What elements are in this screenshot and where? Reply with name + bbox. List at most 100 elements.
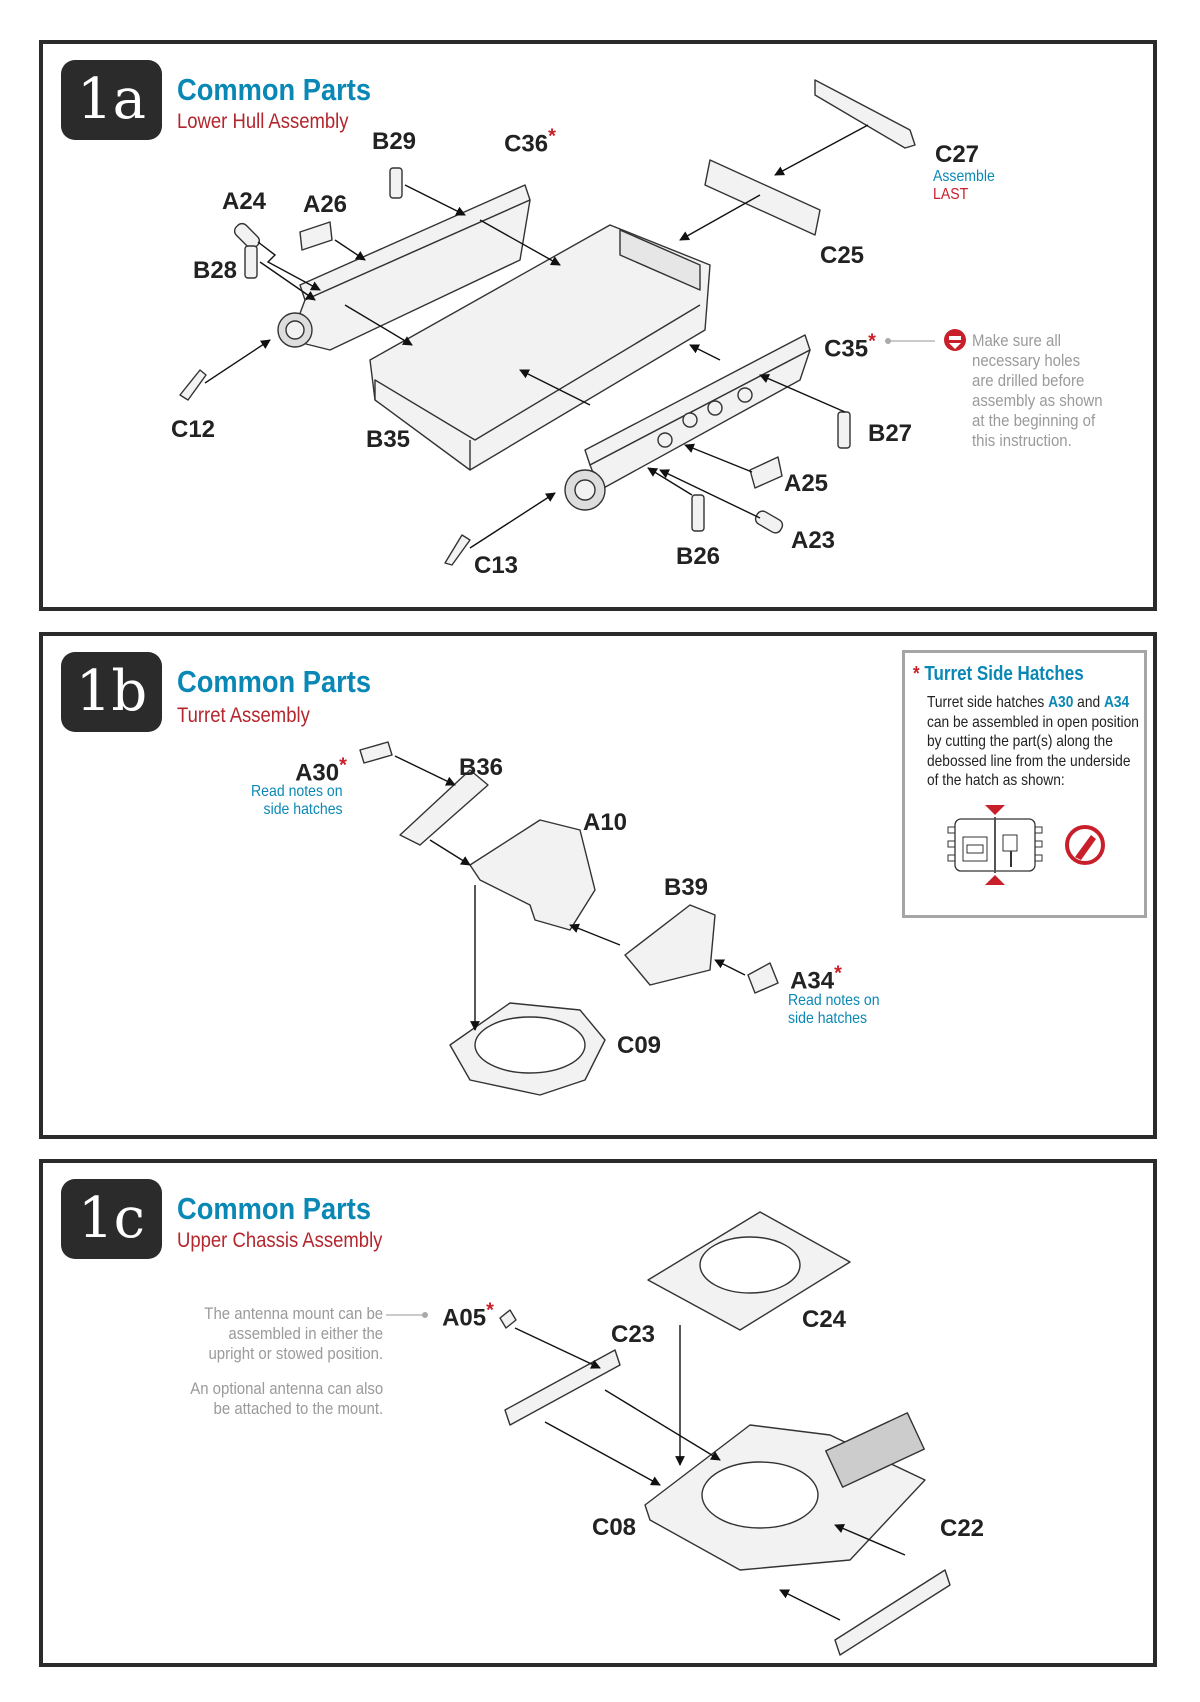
note-line: at the beginning of	[972, 411, 1096, 430]
part-label-c25: C25	[819, 242, 865, 269]
part-c08-shape	[644, 1412, 926, 1571]
note-text-and: and	[1073, 694, 1104, 711]
read-notes-a30: Read notes on side hatches	[251, 783, 343, 819]
turret-roof-a10	[469, 819, 596, 931]
note-line: Make sure all	[972, 331, 1061, 350]
part-label-a23: A23	[790, 527, 836, 554]
part-c23-shape	[504, 1349, 621, 1426]
part-a23-shape	[754, 510, 784, 534]
step-1a-panel: 1a Common Parts Lower Hull Assembly	[39, 40, 1157, 611]
note-line: of the hatch as shown:	[927, 772, 1065, 789]
note-line: can be assembled in open position	[927, 713, 1139, 731]
part-a34-shape	[747, 962, 779, 994]
step-title: Common Parts	[177, 1191, 372, 1226]
part-label-c09: C09	[616, 1032, 662, 1059]
part-c24-shape	[647, 1211, 851, 1331]
turret-front-b39	[624, 904, 716, 986]
part-label-b26: B26	[675, 543, 721, 570]
note-line: An optional antenna can also	[190, 1379, 384, 1398]
step-number-badge: 1a	[61, 60, 162, 140]
part-c25-shape	[704, 159, 821, 236]
step-subtitle: Turret Assembly	[177, 704, 310, 727]
asterisk-mark: *	[834, 962, 842, 985]
part-label-b39: B39	[663, 874, 709, 901]
asterisk-mark: *	[339, 754, 347, 777]
step-title: Common Parts	[177, 72, 372, 107]
part-label-b29: B29	[371, 128, 417, 155]
part-label-a10: A10	[582, 809, 628, 836]
part-c12-shape	[179, 369, 207, 401]
part-label-a05: A05*	[442, 1300, 494, 1333]
part-label-a34: A34*	[790, 963, 842, 996]
assemble-note: Assemble	[933, 168, 995, 185]
part-a24-shape	[233, 222, 261, 250]
note-line: necessary holes	[972, 351, 1081, 370]
last-note: LAST	[933, 186, 969, 203]
note-title: * Turret Side Hatches	[913, 663, 1084, 686]
step-1c-panel: 1c Common Parts Upper Chassis Assembly	[39, 1159, 1157, 1667]
turret-side-hatches-note: * Turret Side Hatches Turret side hatche…	[902, 650, 1147, 918]
step-subtitle: Lower Hull Assembly	[177, 110, 349, 133]
note-line: debossed line from the underside	[927, 752, 1131, 770]
step-title: Common Parts	[177, 664, 372, 699]
part-number: A34	[790, 967, 835, 995]
step-subtitle: Upper Chassis Assembly	[177, 1229, 383, 1252]
side-plate-c36	[277, 184, 531, 351]
part-label-c08: C08	[591, 1514, 637, 1541]
part-label-c24: C24	[801, 1306, 847, 1333]
part-number: A30	[295, 759, 340, 787]
part-b29-shape	[389, 167, 403, 199]
drill-icon	[944, 329, 966, 351]
note-line: side hatches	[263, 801, 343, 818]
hobby-knife-icon	[1065, 825, 1105, 865]
part-label-a30: A30*	[295, 755, 347, 788]
part-c27-shape	[814, 79, 916, 149]
part-label-c12: C12	[170, 416, 216, 443]
drill-note: Make sure all necessary holes are drille…	[972, 331, 1103, 451]
note-line: Turret side hatches A30 and A34	[927, 693, 1139, 713]
part-b26-shape	[691, 494, 705, 532]
assembly-arrows	[204, 124, 906, 1621]
note-line: assembled in either the	[228, 1324, 384, 1343]
note-line: Read notes on	[251, 783, 343, 800]
part-label-a24: A24	[221, 188, 267, 215]
note-line: side hatches	[788, 1010, 868, 1027]
antenna-mount-note: The antenna mount can be assembled in ei…	[186, 1304, 383, 1364]
part-number: A05	[442, 1304, 487, 1332]
part-b27-shape	[837, 411, 851, 449]
hull-tub-b35	[369, 224, 711, 471]
note-line: are drilled before	[972, 371, 1085, 390]
part-label-c23: C23	[610, 1321, 656, 1348]
part-label-c13: C13	[473, 552, 519, 579]
asterisk-mark: *	[548, 125, 556, 148]
note-title-text: Turret Side Hatches	[924, 663, 1084, 685]
step-number-badge: 1b	[61, 652, 162, 732]
note-line: assembly as shown	[972, 391, 1103, 410]
part-b36-shape	[399, 769, 489, 846]
turret-ring-c09	[449, 1002, 606, 1096]
part-ref-a30: A30	[1048, 694, 1074, 711]
part-label-c35: C35*	[824, 331, 876, 364]
note-text-pre: Turret side hatches	[927, 694, 1049, 711]
part-label-a26: A26	[302, 191, 348, 218]
note-line: be attached to the mount.	[213, 1399, 384, 1418]
side-plate-c35	[564, 334, 811, 511]
part-label-c27: C27	[934, 141, 980, 168]
asterisk-mark: *	[486, 1299, 494, 1322]
part-a05-shape	[499, 1309, 517, 1329]
asterisk-mark: *	[868, 330, 876, 353]
part-label-c22: C22	[939, 1515, 985, 1542]
part-a25-shape	[749, 456, 783, 489]
read-notes-a34: Read notes on side hatches	[788, 992, 880, 1028]
part-a26-shape	[299, 221, 333, 251]
part-number: C35	[824, 335, 869, 363]
note-line: this instruction.	[972, 431, 1072, 450]
optional-antenna-note: An optional antenna can also be attached…	[172, 1379, 383, 1419]
hatch-cut-diagram	[947, 805, 1105, 885]
part-number: C36	[504, 130, 549, 158]
part-b28-shape	[244, 245, 258, 279]
note-line: upright or stowed position.	[208, 1344, 384, 1363]
part-label-b27: B27	[867, 420, 913, 447]
note-line: by cutting the part(s) along the	[927, 733, 1113, 750]
